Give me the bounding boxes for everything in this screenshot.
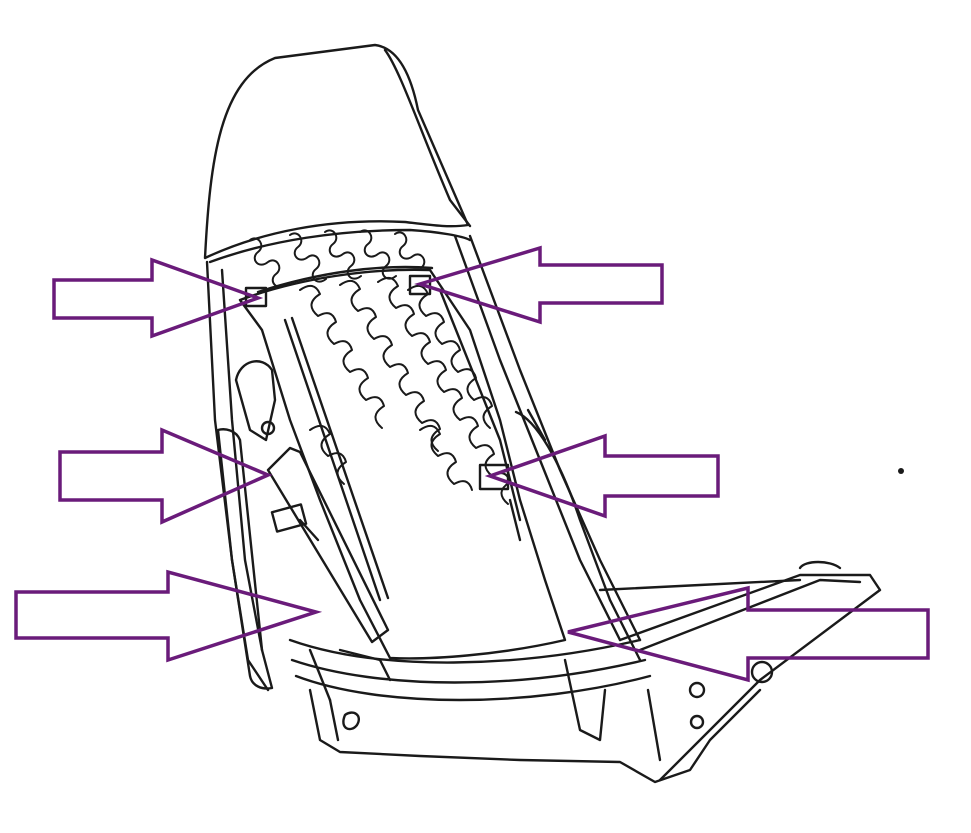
backrest-right-rail [468, 234, 642, 642]
callout-arrows [14, 245, 930, 683]
headrest-lower-edge [208, 228, 472, 264]
top-right-bracket [408, 274, 432, 296]
seat-pan [618, 573, 882, 782]
right-slot-plate [478, 463, 510, 491]
arrow-left-gas-strut-upper [58, 427, 273, 525]
spring-panel [238, 268, 567, 660]
arrow-right-seat-pan-mount [567, 585, 930, 683]
arrow-left-gas-strut-lower [14, 569, 323, 663]
arrow-top-left-mount [52, 257, 264, 339]
arrow-right-slot-mount [484, 433, 720, 519]
seat-frame-drawing [203, 43, 882, 784]
stray-dot [898, 468, 904, 474]
gas-strut [266, 446, 390, 644]
zigzag-springs [249, 229, 511, 505]
seat-crossbar [288, 638, 642, 664]
headrest-outline [203, 43, 470, 260]
arrow-top-right-mount [414, 245, 664, 325]
top-left-bracket [244, 286, 268, 308]
seat-base [308, 688, 762, 784]
